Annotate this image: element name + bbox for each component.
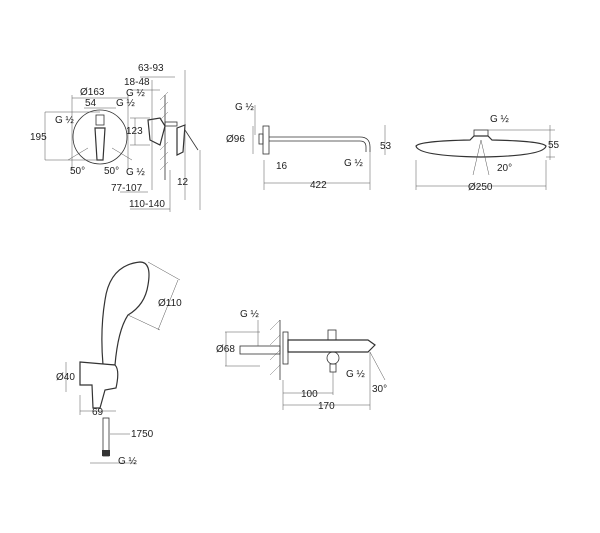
label-thread-side-bottom: G ½: [126, 167, 146, 178]
shower-arm-view: G ½ Ø96 16 422 G ½ 53: [226, 102, 392, 191]
label-arm-thread-wall: G ½: [235, 102, 255, 113]
label-thread-side-top: G ½: [126, 88, 146, 99]
label-100: 100: [301, 389, 318, 400]
label-195: 195: [30, 132, 47, 143]
label-53: 53: [380, 141, 392, 152]
label-angle-left: 50°: [70, 166, 85, 177]
hand-shower-view: Ø110 Ø40 69 1750 G ½: [56, 261, 182, 467]
label-dia-110: Ø110: [158, 298, 182, 309]
label-422: 422: [310, 180, 327, 191]
label-110-140: 110-140: [129, 199, 165, 210]
mixer-side-view: 63-93 18-48 G ½ 123 G ½ 77-107 12 110-14…: [111, 63, 201, 212]
label-30-deg: 30°: [372, 384, 387, 395]
label-spout-thread-wall: G ½: [240, 309, 260, 320]
label-thread-left: G ½: [55, 115, 75, 126]
label-head-thread: G ½: [490, 114, 510, 125]
label-170: 170: [318, 401, 335, 412]
label-dia-96: Ø96: [226, 134, 245, 145]
label-123: 123: [126, 126, 143, 137]
label-diverter-thread: G ½: [346, 369, 366, 380]
label-55: 55: [548, 140, 560, 151]
label-1750: 1750: [131, 429, 154, 440]
label-16: 16: [276, 161, 288, 172]
label-12: 12: [177, 177, 189, 188]
label-dia-250: Ø250: [468, 182, 493, 193]
label-18-48: 18-48: [124, 77, 150, 88]
label-dia-163: Ø163: [80, 87, 105, 98]
head-shower-view: G ½ 55 20° Ø250: [415, 114, 560, 193]
mixer-front-view: Ø163 54 G ½ 195 G ½ 50° 50°: [30, 87, 136, 177]
label-thread-right: G ½: [116, 98, 136, 109]
label-hose-thread: G ½: [118, 456, 138, 467]
label-77-107: 77-107: [111, 183, 143, 194]
label-69: 69: [92, 407, 104, 418]
label-dia-68: Ø68: [216, 344, 235, 355]
label-54: 54: [85, 98, 97, 109]
label-angle-right: 50°: [104, 166, 119, 177]
label-63-93: 63-93: [138, 63, 164, 74]
bath-spout-view: G ½ Ø68 G ½ 30° 100 170: [216, 309, 387, 412]
label-arm-thread-end: G ½: [344, 158, 364, 169]
label-20-deg: 20°: [497, 163, 512, 174]
label-dia-40: Ø40: [56, 372, 75, 383]
